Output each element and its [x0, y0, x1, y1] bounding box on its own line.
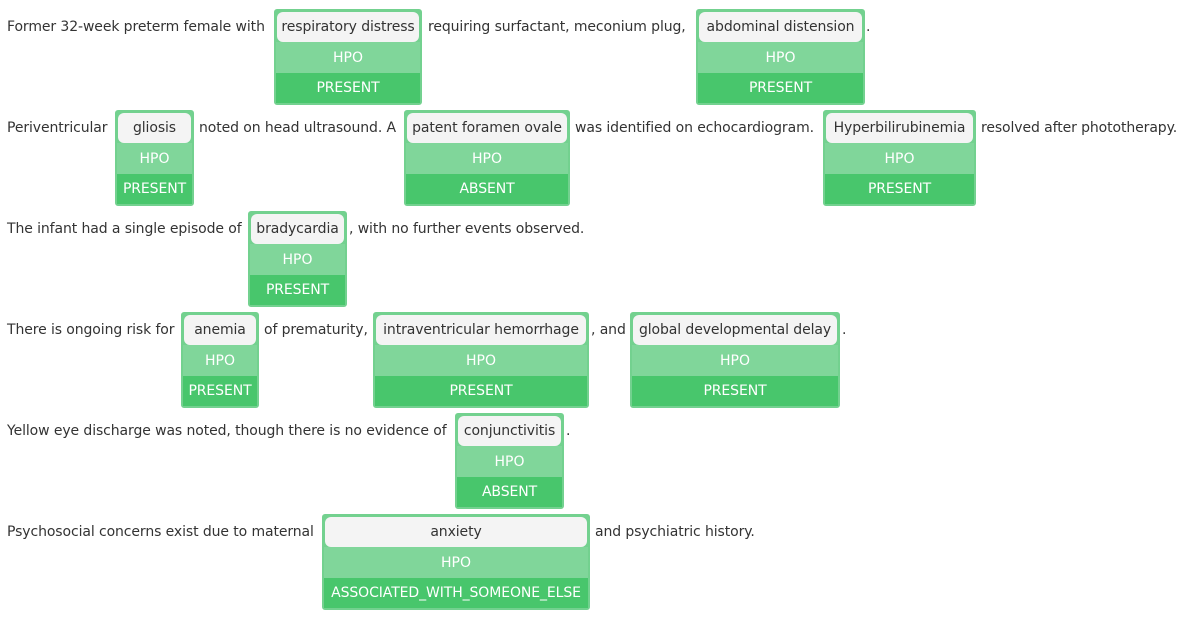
- sentence-text: Periventricular: [7, 120, 108, 136]
- annotation-term[interactable]: Hyperbilirubinemia: [826, 113, 973, 143]
- annotation-category: HPO: [457, 446, 562, 477]
- annotation-term[interactable]: intraventricular hemorrhage: [376, 315, 586, 345]
- annotation-status: PRESENT: [825, 174, 974, 204]
- annotation-category: HPO: [324, 547, 588, 578]
- annotation-status: ABSENT: [406, 174, 568, 204]
- sentence-line-5: Yellow eye discharge was noted, though t…: [0, 413, 1184, 513]
- annotation-term[interactable]: patent foramen ovale: [407, 113, 567, 143]
- annotation-patent-foramen-ovale[interactable]: patent foramen ovale HPO ABSENT: [404, 110, 570, 206]
- sentence-line-4: There is ongoing risk for anemia HPO PRE…: [0, 312, 1184, 412]
- annotation-bradycardia[interactable]: bradycardia HPO PRESENT: [248, 211, 347, 307]
- sentence-text: Former 32-week preterm female with: [7, 19, 265, 35]
- annotation-respiratory-distress[interactable]: respiratory distress HPO PRESENT: [274, 9, 422, 105]
- sentence-text: requiring surfactant, meconium plug,: [428, 19, 686, 35]
- annotation-anemia[interactable]: anemia HPO PRESENT: [181, 312, 259, 408]
- sentence-text: , with no further events observed.: [349, 221, 585, 237]
- annotation-hyperbilirubinemia[interactable]: Hyperbilirubinemia HPO PRESENT: [823, 110, 976, 206]
- sentence-text: .: [842, 322, 847, 338]
- annotation-status: PRESENT: [250, 275, 345, 305]
- sentence-text: was identified on echocardiogram.: [575, 120, 814, 136]
- sentence-text: Yellow eye discharge was noted, though t…: [7, 423, 447, 439]
- annotation-term[interactable]: conjunctivitis: [458, 416, 561, 446]
- annotation-status: ABSENT: [457, 477, 562, 507]
- sentence-line-2: Periventricular gliosis HPO PRESENT note…: [0, 110, 1184, 210]
- sentence-line-3: The infant had a single episode of brady…: [0, 211, 1184, 311]
- annotation-category: HPO: [375, 345, 587, 376]
- annotation-global-developmental-delay[interactable]: global developmental delay HPO PRESENT: [630, 312, 840, 408]
- annotation-status: PRESENT: [183, 376, 257, 406]
- annotation-term[interactable]: abdominal distension: [699, 12, 862, 42]
- annotation-anxiety[interactable]: anxiety HPO ASSOCIATED_WITH_SOMEONE_ELSE: [322, 514, 590, 610]
- sentence-line-6: Psychosocial concerns exist due to mater…: [0, 514, 1184, 614]
- annotation-category: HPO: [632, 345, 838, 376]
- annotation-category: HPO: [406, 143, 568, 174]
- annotation-term[interactable]: respiratory distress: [277, 12, 419, 42]
- annotation-term[interactable]: bradycardia: [251, 214, 344, 244]
- annotation-intraventricular-hemorrhage[interactable]: intraventricular hemorrhage HPO PRESENT: [373, 312, 589, 408]
- sentence-text: The infant had a single episode of: [7, 221, 242, 237]
- annotation-category: HPO: [250, 244, 345, 275]
- annotation-gliosis[interactable]: gliosis HPO PRESENT: [115, 110, 194, 206]
- annotation-status: PRESENT: [698, 73, 863, 103]
- sentence-text: .: [566, 423, 571, 439]
- annotation-category: HPO: [183, 345, 257, 376]
- annotation-status: PRESENT: [375, 376, 587, 406]
- annotation-status: PRESENT: [276, 73, 420, 103]
- sentence-text: Psychosocial concerns exist due to mater…: [7, 524, 314, 540]
- annotation-term[interactable]: global developmental delay: [633, 315, 837, 345]
- annotation-term[interactable]: anemia: [184, 315, 256, 345]
- annotation-conjunctivitis[interactable]: conjunctivitis HPO ABSENT: [455, 413, 564, 509]
- sentence-text: of prematurity,: [264, 322, 368, 338]
- sentence-text: noted on head ultrasound. A: [199, 120, 397, 136]
- sentence-text: .: [866, 19, 871, 35]
- annotation-category: HPO: [276, 42, 420, 73]
- annotation-abdominal-distension[interactable]: abdominal distension HPO PRESENT: [696, 9, 865, 105]
- annotation-category: HPO: [825, 143, 974, 174]
- annotation-term[interactable]: gliosis: [118, 113, 191, 143]
- sentence-text: resolved after phototherapy.: [981, 120, 1178, 136]
- sentence-text: and psychiatric history.: [595, 524, 755, 540]
- annotation-term[interactable]: anxiety: [325, 517, 587, 547]
- annotation-status: ASSOCIATED_WITH_SOMEONE_ELSE: [324, 578, 588, 608]
- sentence-line-1: Former 32-week preterm female with respi…: [0, 9, 1184, 109]
- annotation-category: HPO: [698, 42, 863, 73]
- sentence-text: , and: [591, 322, 626, 338]
- sentence-text: There is ongoing risk for: [7, 322, 175, 338]
- annotation-status: PRESENT: [632, 376, 838, 406]
- annotation-category: HPO: [117, 143, 192, 174]
- annotation-status: PRESENT: [117, 174, 192, 204]
